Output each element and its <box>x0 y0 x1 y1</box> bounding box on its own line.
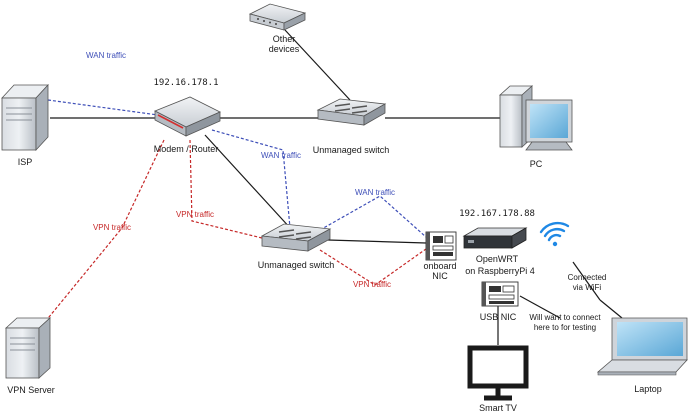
vpn-server-icon[interactable] <box>4 317 52 379</box>
isp-label: ISP <box>18 157 33 167</box>
usb-nic-label: USB NIC <box>480 312 517 322</box>
router-ip-label: 192.16.178.1 <box>153 78 218 88</box>
test-note-1: Will want to connect <box>529 313 601 322</box>
onboard-nic-icon[interactable] <box>425 231 457 261</box>
smart-tv-icon[interactable] <box>467 345 529 401</box>
other-devices-icon[interactable] <box>248 3 307 31</box>
laptop-label: Laptop <box>634 384 662 394</box>
other-devices-label-1: Other <box>273 34 296 44</box>
wan-link-router-switch-mid <box>211 129 291 229</box>
onboard-nic-label-1: onboard <box>423 261 456 271</box>
wifi-note-1: Connected <box>568 273 607 282</box>
switch-mid-icon[interactable] <box>260 223 332 252</box>
wifi-icon <box>539 221 570 247</box>
wan-label-isp: WAN traffic <box>86 51 126 60</box>
vpn-server-label: VPN Server <box>7 385 55 395</box>
vpn-label-router-server: VPN traffic <box>93 223 131 232</box>
switch-top-label: Unmanaged switch <box>313 145 390 155</box>
vpn-links <box>39 139 427 329</box>
switch-mid-label: Unmanaged switch <box>258 260 335 270</box>
link-other-devices-switch <box>284 29 351 101</box>
laptop-icon[interactable] <box>596 317 688 376</box>
isp-server-icon[interactable] <box>1 83 49 152</box>
wan-label-switch-nic: WAN traffic <box>355 188 395 197</box>
smart-tv-label: Smart TV <box>479 403 517 413</box>
openwrt-raspberrypi-icon[interactable] <box>462 227 528 249</box>
modem-router-icon[interactable] <box>154 96 221 137</box>
wan-links <box>47 99 427 238</box>
link-wifi-note <box>572 261 601 301</box>
other-devices-label-2: devices <box>269 44 300 54</box>
vpn-link-switch-mid-onboard-nic <box>319 248 427 286</box>
openwrt-label-1: OpenWRT <box>476 254 519 264</box>
vpn-link-router-server <box>39 139 165 329</box>
usb-nic-icon[interactable] <box>481 281 519 307</box>
link-switch-mid-onboard-nic <box>327 239 427 244</box>
link-note-laptop <box>599 299 623 319</box>
pc-icon[interactable] <box>498 85 573 151</box>
vpn-label-router-switch: VPN traffic <box>176 210 214 219</box>
wan-label-router-switch: WAN traffic <box>261 151 301 160</box>
vpn-label-switch-nic: VPN traffic <box>353 280 391 289</box>
wifi-note-2: via WiFi <box>573 283 602 292</box>
link-test-note <box>519 295 561 319</box>
onboard-nic-label-2: NIC <box>432 271 448 281</box>
pc-label: PC <box>530 159 543 169</box>
solid-links <box>50 29 623 345</box>
openwrt-ip-label: 192.167.178.88 <box>459 209 535 219</box>
wan-link-isp-router <box>47 99 159 116</box>
modem-router-label: Modem / Router <box>154 144 219 154</box>
openwrt-label-2: on RaspberryPi 4 <box>465 266 535 276</box>
wan-link-switch-mid-onboard-nic <box>319 195 427 238</box>
link-router-switch-mid <box>204 134 293 231</box>
switch-top-icon[interactable] <box>316 98 387 126</box>
test-note-2: here to for testing <box>534 323 596 332</box>
vpn-link-router-switch-mid <box>189 139 263 239</box>
